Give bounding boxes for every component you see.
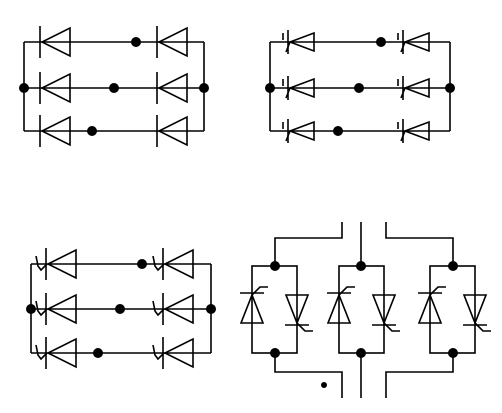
thyristor-symbol	[397, 30, 430, 54]
thyristor-symbol	[397, 76, 430, 100]
junction-dot	[115, 304, 125, 314]
diode-symbol	[156, 72, 188, 104]
diode-bridge-diagram	[19, 26, 209, 147]
antiparallel-cell	[239, 265, 313, 354]
thyristor-symbol	[35, 293, 77, 325]
junction-dot	[448, 261, 458, 271]
thyristor-symbol	[282, 119, 315, 143]
junction-dot	[93, 348, 103, 358]
thyristor-symbol	[35, 248, 77, 280]
diode-symbol	[156, 115, 188, 147]
junction-dot	[199, 83, 209, 93]
diode-symbol	[156, 26, 188, 58]
junction-dot	[356, 261, 366, 271]
antiparallel-cell	[417, 265, 491, 354]
junction-dot	[109, 83, 119, 93]
junction-dot	[137, 259, 147, 269]
junction-dot	[26, 304, 36, 314]
thyristor-bridge-diagram	[265, 30, 455, 143]
junction-dot	[445, 83, 455, 93]
diode-symbol	[39, 115, 71, 147]
diode-symbol	[39, 26, 71, 58]
diode-symbol	[39, 72, 71, 104]
junction-dot	[131, 37, 141, 47]
thyristor-symbol	[282, 30, 315, 54]
junction-dot	[206, 304, 216, 314]
center-dot	[321, 382, 327, 388]
antiparallel-cell	[326, 265, 400, 354]
junction-dot	[448, 348, 458, 358]
junction-dot	[376, 37, 386, 47]
thyristor-symbol	[152, 337, 194, 369]
thyristor-symbol	[152, 248, 194, 280]
junction-dot	[87, 126, 97, 136]
junction-dot	[354, 83, 364, 93]
junction-dot	[265, 83, 275, 93]
junction-dot	[356, 348, 366, 358]
junction-dot	[333, 126, 343, 136]
gated-bridge-diagram	[26, 248, 216, 369]
antiparallel-thyristor-diagram	[239, 222, 491, 398]
junction-dot	[270, 348, 280, 358]
thyristor-symbol	[397, 119, 430, 143]
thyristor-symbol	[35, 337, 77, 369]
thyristor-symbol	[282, 76, 315, 100]
thyristor-symbol	[152, 293, 194, 325]
feed-lines	[274, 222, 454, 398]
junction-dot	[19, 83, 29, 93]
junction-dot	[270, 261, 280, 271]
